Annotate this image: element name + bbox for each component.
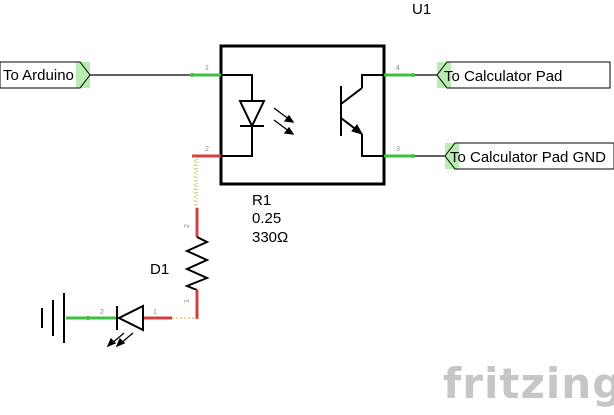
d1-pin1-number: 1 xyxy=(153,309,157,316)
net-label-calc-pad[interactable]: To Calculator Pad xyxy=(436,61,611,89)
ground-symbol-icon[interactable] xyxy=(41,293,65,343)
u1-pin4-junction xyxy=(411,73,415,77)
net-label-calc-pad-text: To Calculator Pad xyxy=(444,68,562,85)
r1-ref-label: R1 xyxy=(252,192,271,209)
led-diode-icon xyxy=(116,304,144,332)
net-label-arduino[interactable]: To Arduino xyxy=(0,61,91,89)
net-label-calc-gnd-text: To Calculator Pad GND xyxy=(450,149,606,166)
r1-power-label: 0.25 xyxy=(252,210,281,227)
d1-pin2-number: 2 xyxy=(100,309,104,316)
net-label-calc-gnd[interactable]: To Calculator Pad GND xyxy=(444,142,614,170)
internal-led-icon xyxy=(221,74,266,157)
resistor-r1[interactable]: 2 1 R1 0.25 330Ω xyxy=(184,192,288,319)
fritzing-watermark: fritzing xyxy=(443,359,614,408)
u1-pin3-number: 3 xyxy=(396,146,400,153)
u1-pin1-number: 1 xyxy=(205,65,209,72)
optocoupler-u1[interactable]: U1 1 2 4 3 xyxy=(192,1,431,186)
u1-pin1-junction xyxy=(190,73,194,77)
u1-ref-label: U1 xyxy=(412,1,431,18)
phototransistor-icon xyxy=(340,74,384,157)
r1-pin2-number: 2 xyxy=(184,224,191,228)
led-d1[interactable]: D1 1 2 xyxy=(86,261,172,348)
resistor-zigzag-icon xyxy=(184,236,210,291)
optocoupler-body xyxy=(219,44,386,186)
led-emission-arrows-icon xyxy=(106,332,134,348)
r1-resistance-label: 330Ω xyxy=(252,229,288,246)
u1-pin4-number: 4 xyxy=(396,65,400,72)
d1-ref-label: D1 xyxy=(150,261,169,278)
u1-pin3-junction xyxy=(411,154,415,158)
light-emission-arrows-icon xyxy=(273,107,295,135)
r1-pin1-number: 1 xyxy=(184,299,191,303)
u1-pin2-number: 2 xyxy=(205,146,209,153)
net-label-arduino-text: To Arduino xyxy=(3,67,74,84)
